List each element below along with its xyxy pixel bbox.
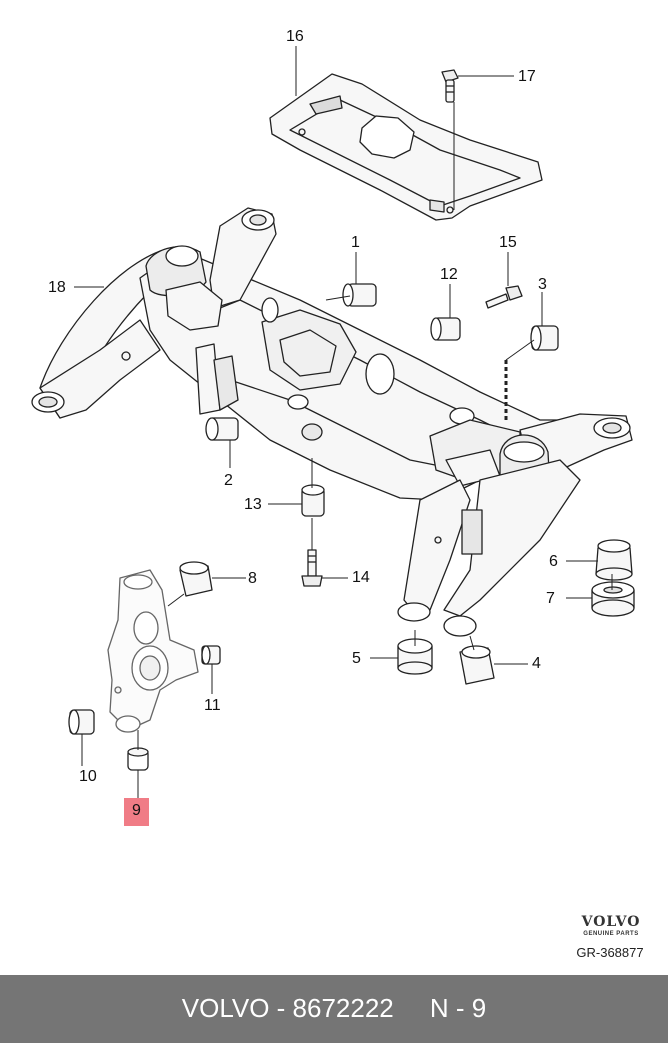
callout-12: 12 — [440, 266, 458, 283]
part-16-cover-plate — [269, 73, 543, 221]
callout-17: 17 — [518, 68, 536, 85]
part-number-caption: VOLVO - 8672222 N - 9 — [181, 993, 487, 1023]
part-3-bush — [530, 325, 559, 351]
part-15-bolt — [485, 285, 523, 309]
callout-10: 10 — [79, 768, 97, 785]
leader-lines — [74, 46, 613, 798]
callout-6: 6 — [549, 553, 558, 570]
part-1-bush — [342, 283, 377, 307]
part-6-mount — [595, 539, 633, 581]
callout-7: 7 — [546, 590, 555, 607]
part-13-bush — [301, 484, 325, 517]
part-17-bolt — [441, 69, 459, 103]
callout-1: 1 — [351, 234, 360, 251]
part-9-bush — [127, 747, 149, 771]
part-14-bolt — [301, 549, 323, 587]
callout-15: 15 — [499, 234, 517, 251]
callout-8: 8 — [248, 570, 257, 587]
part-12-bush — [430, 317, 461, 341]
part-2-bush — [205, 417, 239, 441]
subframe-body — [139, 207, 633, 637]
part-11-bush — [201, 645, 221, 665]
knuckle — [107, 569, 199, 733]
volvo-logo-text: VOLVO — [581, 914, 641, 930]
genuine-parts-tagline: GENUINE PARTS — [583, 931, 639, 937]
callout-9-highlighted: 9 — [124, 798, 149, 826]
part-18-left-arm — [31, 247, 201, 419]
callout-5: 5 — [352, 650, 361, 667]
callout-11: 11 — [204, 697, 221, 714]
callout-13: 13 — [244, 496, 262, 513]
part-10-bush — [68, 709, 95, 735]
callout-3: 3 — [538, 276, 547, 293]
callout-2: 2 — [224, 472, 233, 489]
subframe-exploded-diagram — [31, 46, 635, 798]
footer-bar: VOLVO - 8672222 N - 9 — [0, 975, 668, 1043]
callout-18: 18 — [48, 279, 66, 296]
part-8-bush — [179, 561, 213, 597]
callout-4: 4 — [532, 655, 541, 672]
part-7-washer — [591, 581, 635, 617]
part-4-bush — [459, 645, 495, 685]
callout-16: 16 — [286, 28, 304, 45]
callout-14: 14 — [352, 569, 370, 586]
diagram-reference-code: GR-368877 — [576, 945, 644, 960]
